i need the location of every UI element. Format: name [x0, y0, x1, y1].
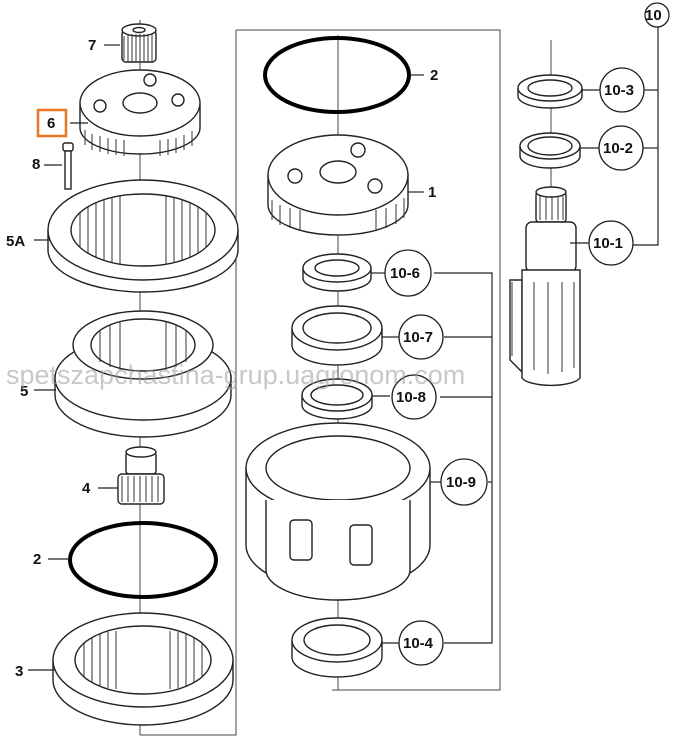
part-10-7-bearing — [291, 305, 383, 366]
label-7: 7 — [88, 37, 96, 54]
part-7-pinion — [121, 23, 157, 63]
label-10-7-circle — [398, 314, 444, 360]
label-10-6: 10-6 — [390, 265, 420, 282]
label-10: 10 — [645, 7, 662, 24]
part-3-ring-gear — [52, 612, 234, 726]
part-10-2-ring — [519, 132, 581, 169]
label-4: 4 — [82, 480, 91, 497]
label-10-9-circle — [440, 458, 488, 506]
callout-labels: 7 6 8 5A 5 4 2 3 2 1 10 10-3 10-2 10-1 1… — [6, 2, 670, 680]
part-10-8-spacer — [301, 378, 373, 420]
label-10-6-circle — [384, 249, 432, 297]
part-5A-ring-gear — [47, 179, 239, 293]
part-2-oring-right — [263, 36, 411, 114]
label-10-9: 10-9 — [446, 474, 476, 491]
part-10-6-seal — [302, 253, 372, 292]
label-3: 3 — [15, 663, 23, 680]
label-10-3-circle — [599, 67, 645, 113]
part-8-bolt — [62, 142, 74, 190]
label-10-4: 10-4 — [403, 635, 434, 652]
label-10-2: 10-2 — [603, 140, 633, 157]
part-5-ring — [54, 310, 232, 438]
label-10-4-circle — [398, 620, 444, 666]
watermark-text: spetszapchastina-grup.uagronom.com — [6, 360, 465, 390]
label-10-8-circle — [391, 374, 437, 420]
label-5A: 5A — [6, 233, 25, 250]
part-10-9-housing — [245, 422, 431, 601]
label-1: 1 — [428, 184, 436, 201]
part-1-carrier — [267, 134, 409, 236]
label-6-highlight-box — [36, 108, 68, 138]
label-10-2-circle — [598, 125, 644, 171]
label-2-left: 2 — [33, 551, 41, 568]
label-8: 8 — [32, 156, 40, 173]
label-2-right: 2 — [430, 67, 438, 84]
part-10-3-seal — [517, 74, 583, 109]
part-2-oring-left — [68, 521, 218, 599]
label-10-3: 10-3 — [604, 82, 634, 99]
label-10-8: 10-8 — [396, 389, 426, 406]
leader-lines — [28, 26, 659, 671]
part-10-1-shaft — [509, 186, 581, 387]
label-10-1: 10-1 — [593, 235, 623, 252]
part-6-carrier — [79, 69, 201, 156]
label-10-7: 10-7 — [403, 329, 433, 346]
label-10-circle — [644, 2, 670, 28]
part-10-4-bearing — [291, 617, 383, 678]
part-4-sun-gear — [117, 446, 165, 505]
label-5: 5 — [20, 383, 28, 400]
label-10-1-circle — [588, 220, 634, 266]
label-6: 6 — [47, 115, 55, 132]
